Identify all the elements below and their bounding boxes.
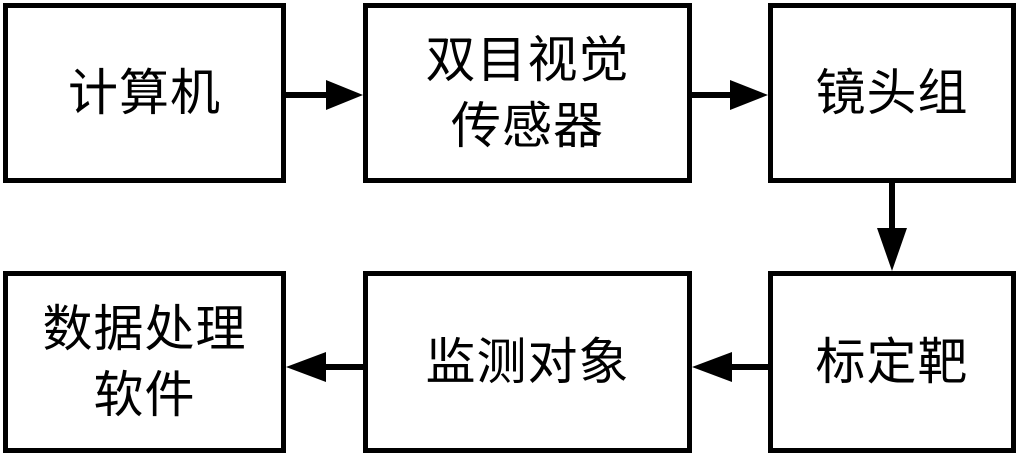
- computer-label: 计算机: [68, 64, 221, 122]
- arrowhead-computer-to-sensor: [326, 80, 363, 110]
- arrowhead-target-to-object: [692, 352, 732, 382]
- computer-box: 计算机: [3, 3, 286, 183]
- arrowhead-lens-to-target: [877, 228, 907, 271]
- stereo-vision-sensor-box: 双目视觉 传感器: [363, 3, 692, 183]
- arrowhead-sensor-to-lens: [730, 80, 768, 110]
- calibration-target-label: 标定靶: [815, 333, 969, 391]
- monitored-object-label: 监测对象: [425, 333, 630, 391]
- monitored-object-box: 监测对象: [363, 271, 692, 453]
- lens-group-label: 镜头组: [815, 64, 969, 122]
- data-processing-software-box: 数据处理 软件: [3, 271, 286, 453]
- stereo-vision-sensor-label: 双目视觉 传感器: [425, 31, 630, 155]
- lens-group-box: 镜头组: [768, 3, 1016, 183]
- data-processing-software-label: 数据处理 软件: [42, 300, 247, 424]
- arrowhead-object-to-software: [286, 352, 326, 382]
- calibration-target-box: 标定靶: [768, 271, 1016, 453]
